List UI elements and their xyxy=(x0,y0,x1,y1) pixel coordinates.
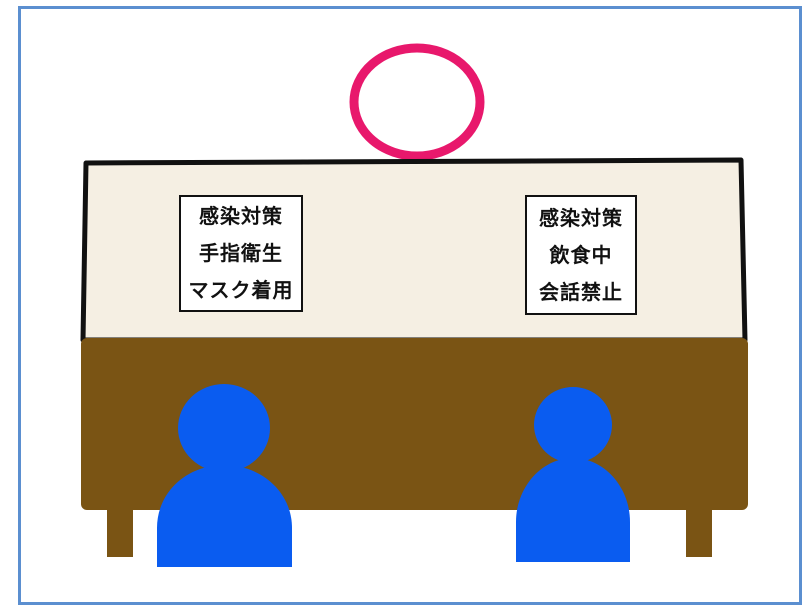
sign-right-line-2: 飲食中 xyxy=(549,242,613,267)
table-leg-left xyxy=(107,505,133,557)
sign-left-line-1: 感染対策 xyxy=(199,204,283,228)
sign-left-line-3: マスク着用 xyxy=(188,278,294,302)
person-left xyxy=(157,384,292,567)
person-right xyxy=(516,387,630,562)
person-left-body xyxy=(157,465,292,567)
infection-control-sign-left: 感染対策 手指衛生 マスク着用 xyxy=(179,195,303,312)
sign-left-line-2: 手指衛生 xyxy=(199,241,283,265)
sign-right-line-3: 会話禁止 xyxy=(539,279,623,304)
person-right-head xyxy=(534,387,612,463)
person-right-body xyxy=(516,458,630,562)
person-left-head xyxy=(178,384,270,472)
table-leg-right xyxy=(686,505,712,557)
infection-control-sign-right: 感染対策 飲食中 会話禁止 xyxy=(525,195,637,315)
sign-right-line-1: 感染対策 xyxy=(539,205,623,230)
ok-circle-mark xyxy=(349,43,485,161)
